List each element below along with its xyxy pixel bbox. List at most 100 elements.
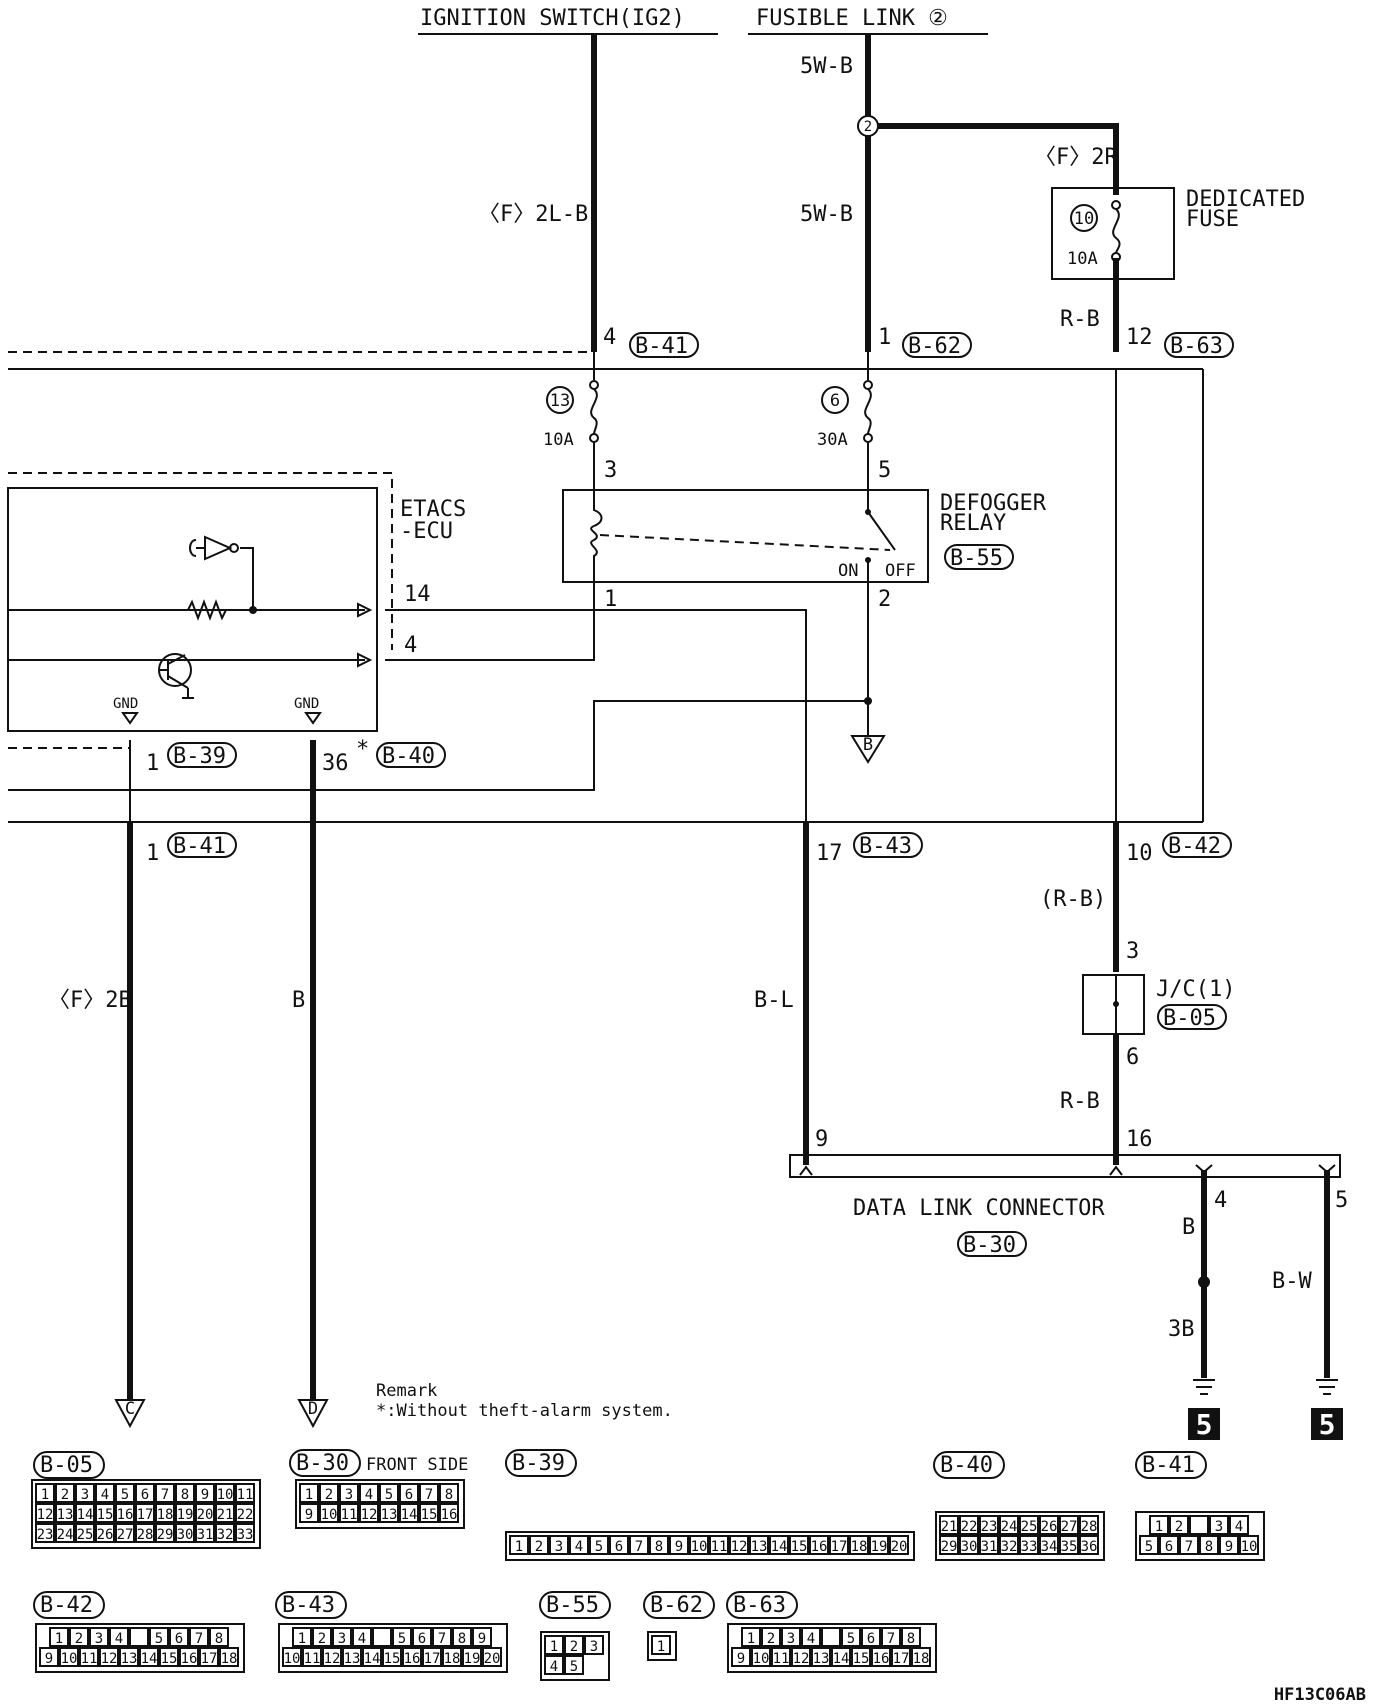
- pin-number: 15: [97, 1507, 114, 1523]
- pin-cell: [75, 1523, 95, 1543]
- pin-number: 5: [121, 1487, 129, 1503]
- wire-label-2r: 〈F〉2R: [1034, 145, 1118, 170]
- pin-number: 3: [81, 1487, 89, 1503]
- pin-number: 12: [324, 1651, 341, 1667]
- pin-cell: [139, 1647, 159, 1667]
- pin-number: 21: [217, 1507, 234, 1523]
- dlc-pin-9: 9: [815, 1127, 828, 1152]
- connector-label-b41: B-41: [635, 334, 688, 359]
- pin-cell: [811, 1647, 831, 1667]
- pin-number: 7: [887, 1631, 895, 1647]
- pin-number: 4: [365, 1487, 373, 1503]
- connector-badge-b39: [167, 742, 237, 768]
- etacs-label-1: ETACS: [400, 497, 466, 522]
- pin-number: 9: [737, 1651, 745, 1667]
- pin-cell: [359, 1503, 379, 1523]
- pin-cell: [235, 1523, 255, 1543]
- connector-label-b39: B-39: [173, 744, 226, 769]
- pin-number: 31: [197, 1527, 214, 1543]
- pin-cell: [169, 1627, 189, 1647]
- pin-cell: [482, 1647, 502, 1667]
- pin-cell: [771, 1647, 791, 1667]
- pin-number: 3: [95, 1631, 103, 1647]
- pin-number: 17: [831, 1539, 848, 1555]
- relay-off-label: OFF: [885, 561, 916, 581]
- pin-number: 18: [851, 1539, 868, 1555]
- wire-etacs-14: [385, 609, 807, 822]
- pin-number: 3: [338, 1631, 346, 1647]
- connector-view-badge-b42: [33, 1591, 105, 1619]
- pin-number: 19: [177, 1507, 194, 1523]
- relay-coil: [590, 490, 603, 582]
- relay-pin-5: 5: [878, 458, 891, 483]
- pin-number: 12: [361, 1507, 378, 1523]
- pin-cell: [439, 1503, 459, 1523]
- pin-cell: [215, 1503, 235, 1523]
- connector-view-label-b40: B-40: [940, 1453, 993, 1478]
- connector-view-badge-b55: [539, 1591, 611, 1619]
- fuse-6-amp: 30A: [817, 430, 848, 450]
- connector-view-label-b62: B-62: [650, 1593, 703, 1618]
- pin-number: 9: [1225, 1539, 1233, 1555]
- remark-text: *:Without theft-alarm system.: [376, 1401, 673, 1421]
- pin-cell: [135, 1483, 155, 1503]
- pin-number: 7: [161, 1487, 169, 1503]
- pin-cell: [382, 1647, 402, 1667]
- pin-cell: [751, 1647, 771, 1667]
- pin-number: 5: [847, 1631, 855, 1647]
- pin-number: 7: [635, 1539, 643, 1555]
- pin-number: 30: [177, 1527, 194, 1543]
- pin-cell: [359, 1483, 379, 1503]
- pin-number: 30: [961, 1539, 978, 1555]
- fusible-link-label: FUSIBLE LINK ②: [756, 6, 948, 31]
- pin-1-b62: 1: [878, 325, 891, 350]
- fuse-6-number: 6: [830, 391, 840, 411]
- pin-number: 14: [833, 1651, 850, 1667]
- pin-cell: [209, 1627, 229, 1647]
- pin-cell: [302, 1647, 322, 1667]
- pin-number: 19: [871, 1539, 888, 1555]
- relay-pin-1: 1: [604, 587, 617, 612]
- pin-number: 22: [237, 1507, 254, 1523]
- pin-cell: [871, 1647, 891, 1667]
- pin-cell: [669, 1535, 689, 1555]
- pin-cell: [75, 1483, 95, 1503]
- wire-label-2b: 〈F〉2B: [48, 988, 132, 1013]
- pin-number: 11: [304, 1651, 321, 1667]
- pin-number: 13: [344, 1651, 361, 1667]
- pin-number: 2: [325, 1487, 333, 1503]
- pin-cell: [55, 1523, 75, 1543]
- etacs-resistor: [187, 599, 227, 621]
- pin-cell: [1059, 1535, 1079, 1555]
- pin-cell: [564, 1635, 584, 1655]
- pin-cell: [235, 1503, 255, 1523]
- pin-cell: [55, 1483, 75, 1503]
- pin-cell: [299, 1483, 319, 1503]
- connector-label-b05: B-05: [1163, 1006, 1216, 1031]
- pin-number: 4: [550, 1659, 558, 1675]
- dlc-pin-4: 4: [1214, 1188, 1227, 1213]
- pin-number: 10: [1241, 1539, 1258, 1555]
- pin-cell: [809, 1535, 829, 1555]
- pin-cell: [729, 1535, 749, 1555]
- etacs-pin-14: 14: [404, 582, 431, 607]
- connector-view-b62: B-621: [643, 1591, 715, 1661]
- pin-number: 19: [464, 1651, 481, 1667]
- connector-view-badge-b30: [289, 1449, 361, 1477]
- pin-number: 3: [787, 1631, 795, 1647]
- pin-cell: [199, 1647, 219, 1667]
- pin-number: 15: [384, 1651, 401, 1667]
- pin-number: 23: [37, 1527, 54, 1543]
- connector-housing-b55: [540, 1631, 610, 1681]
- pin-number: 34: [1041, 1539, 1058, 1555]
- connector-view-label-b43: B-43: [282, 1593, 335, 1618]
- pin-cell: [319, 1483, 339, 1503]
- dlc-label: DATA LINK CONNECTOR: [853, 1196, 1105, 1221]
- pin-number: 10: [691, 1539, 708, 1555]
- connector-view-badge-b40: [933, 1451, 1005, 1479]
- pin-number: 32: [217, 1527, 234, 1543]
- pin-number: 15: [421, 1507, 438, 1523]
